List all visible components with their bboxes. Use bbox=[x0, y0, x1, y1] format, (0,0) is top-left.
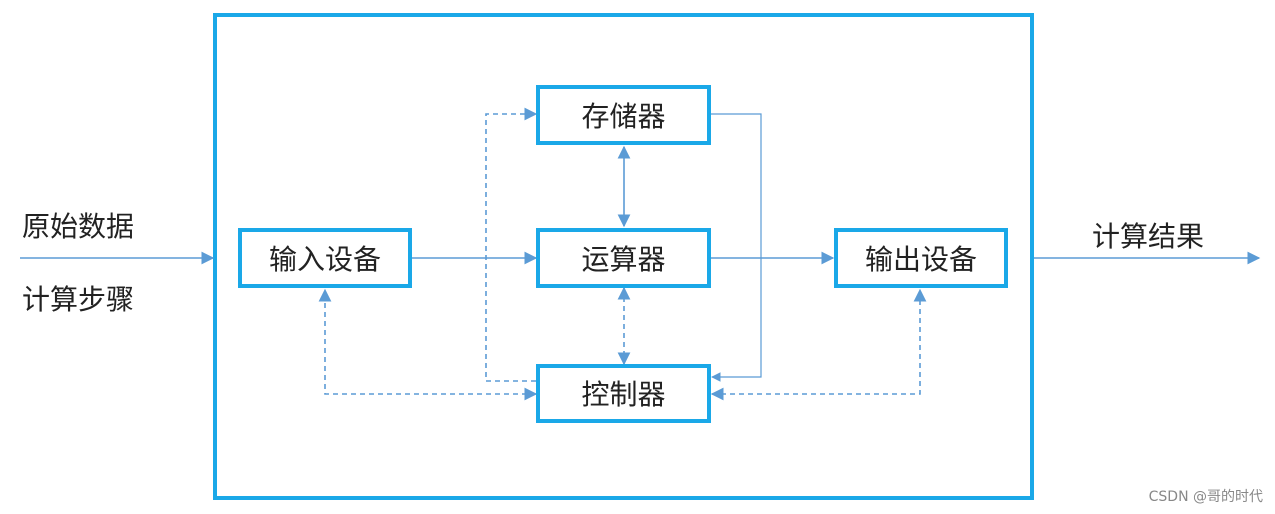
arrow-memory-to-control bbox=[710, 113, 762, 382]
input-device-node: 输入设备 bbox=[238, 228, 412, 288]
dashed-control-input bbox=[318, 288, 538, 401]
control-label: 控制器 bbox=[581, 378, 665, 411]
input-device-label: 输入设备 bbox=[269, 243, 381, 276]
output-device-node: 输出设备 bbox=[834, 228, 1008, 288]
calc-steps-label: 计算步骤 bbox=[22, 283, 134, 316]
alu-label: 运算器 bbox=[581, 243, 665, 276]
dashed-control-to-memory bbox=[485, 107, 538, 382]
alu-node: 运算器 bbox=[536, 228, 711, 288]
computer-frame bbox=[213, 13, 1034, 500]
watermark: CSDN @哥的时代 bbox=[1148, 489, 1263, 505]
input-data-label: 原始数据 bbox=[22, 210, 134, 243]
memory-label: 存储器 bbox=[581, 100, 665, 133]
dashed-control-output bbox=[710, 288, 927, 401]
result-label: 计算结果 bbox=[1092, 220, 1204, 253]
output-device-label: 输出设备 bbox=[865, 243, 977, 276]
memory-node: 存储器 bbox=[536, 85, 711, 145]
control-node: 控制器 bbox=[536, 364, 711, 423]
